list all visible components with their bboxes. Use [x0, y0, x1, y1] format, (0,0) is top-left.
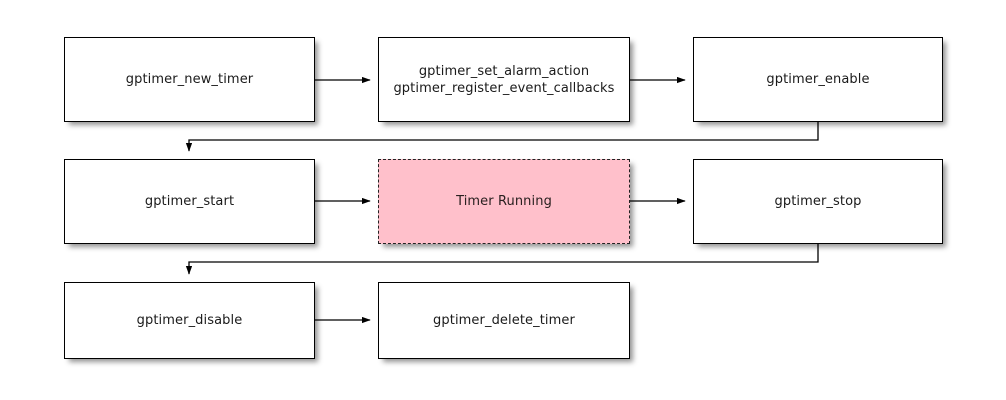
node-gptimer-enable[interactable]: gptimer_enable	[693, 37, 943, 122]
node-timer-running[interactable]: Timer Running	[378, 159, 630, 244]
node-label: gptimer_set_alarm_action gptimer_registe…	[393, 63, 615, 96]
node-gptimer-start[interactable]: gptimer_start	[64, 159, 315, 244]
node-label: Timer Running	[456, 194, 552, 209]
node-label: gptimer_new_timer	[125, 72, 254, 87]
edge-stop-to-disable	[185, 244, 819, 275]
node-label: gptimer_delete_timer	[433, 313, 575, 328]
node-label: gptimer_start	[144, 194, 235, 209]
node-gptimer-disable[interactable]: gptimer_disable	[64, 282, 315, 359]
node-gptimer-delete-timer[interactable]: gptimer_delete_timer	[378, 282, 630, 359]
node-label: gptimer_enable	[766, 72, 870, 87]
node-label: gptimer_stop	[774, 194, 862, 209]
node-gptimer-set-alarm-action[interactable]: gptimer_set_alarm_action gptimer_registe…	[378, 37, 630, 122]
node-gptimer-new-timer[interactable]: gptimer_new_timer	[64, 37, 315, 122]
node-gptimer-stop[interactable]: gptimer_stop	[693, 159, 943, 244]
node-label: gptimer_disable	[136, 313, 243, 328]
edge-enable-to-start	[185, 122, 819, 152]
